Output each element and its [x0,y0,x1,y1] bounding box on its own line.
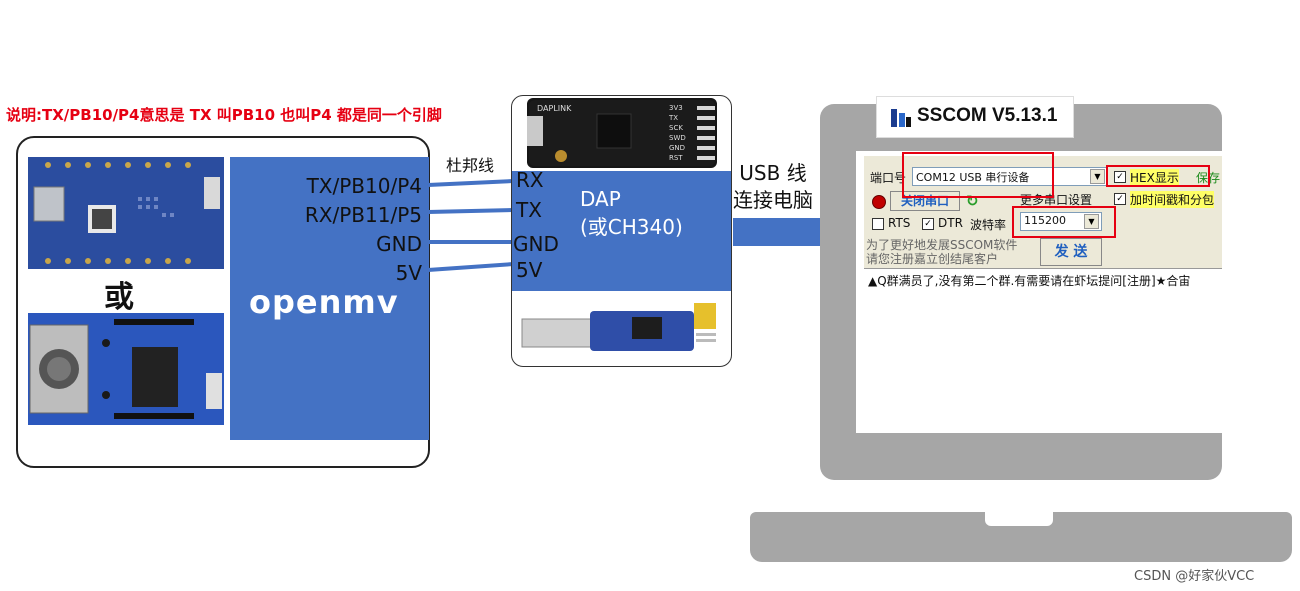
dap-panel [512,171,731,291]
daplink-pin-silk: GND [669,144,685,152]
sscom-app-icon [891,109,911,127]
ch340-usb-image [520,297,720,359]
dupont-wire-label: 杜邦线 [446,156,495,175]
hex-display-checkbox[interactable]: ✓ [1114,171,1126,183]
baud-select[interactable]: 115200 ▼ [1020,212,1102,231]
usb-label-line1: USB 线 [739,161,807,185]
openmv-pin-rx: RX/PB11/P5 [304,203,422,227]
port-select[interactable]: COM12 USB 串行设备 ▼ [912,167,1108,186]
dtr-label: DTR [938,216,963,230]
dap-title-block: DAP (或CH340) [580,185,683,241]
promo-line-2: 请您注册嘉立创结尾客户 [866,252,999,266]
baud-label: 波特率 [970,218,1007,232]
sscom-title: SSCOM V5.13.1 [917,105,1058,126]
wire-rx-tx [427,208,515,214]
baud-highlight-box [1012,206,1116,238]
wire-tx-rx [427,179,515,187]
laptop-notch [985,512,1053,526]
rts-checkbox[interactable] [872,218,884,230]
dap-pin-5v: 5V [516,258,543,282]
daplink-pin-silk: 3V3 [669,104,683,112]
baud-select-value: 115200 [1024,214,1066,227]
port-label: 端口号 [870,171,907,185]
openmv-label: openmv [249,283,399,321]
usb-arrow [733,196,865,266]
hex-highlight-box [1106,165,1210,187]
timestamp-checkbox[interactable]: ✓ [1114,193,1126,205]
chevron-down-icon[interactable]: ▼ [1084,214,1099,229]
watermark: CSDN @好家伙VCC [1134,569,1255,584]
chevron-down-icon[interactable]: ▼ [1090,169,1105,184]
openmv-pin-tx: TX/PB10/P4 [306,174,422,198]
openmv-board-image-top [28,157,224,269]
rts-label: RTS [888,216,911,230]
marquee-bar: ▲Q群满员了,没有第二个群.有需要请在虾坛提问[注册]★合宙 [864,268,1222,289]
timestamp-label: 加时间戳和分包 [1130,191,1215,208]
dap-pin-rx: RX [516,168,544,192]
daplink-pin-silk: TX [668,114,678,122]
wire-5v [427,262,515,272]
openmv-pin-gnd: GND [376,232,422,256]
port-highlight-box [902,152,1054,198]
promo-line-1: 为了更好地发展SSCOM软件 [866,238,1018,252]
daplink-image: DAPLINK 3V3 TX SCK SWD GND RST [527,98,717,168]
dap-subtitle: (或CH340) [580,215,683,239]
dap-title: DAP [580,187,621,211]
or-label: 或 [104,280,134,315]
openmv-pin-5v: 5V [395,261,422,285]
daplink-pin-silk: SCK [669,124,683,132]
dap-pin-tx: TX [516,198,542,222]
send-button[interactable]: 发 送 [1040,238,1102,266]
daplink-pin-silk: SWD [669,134,686,142]
usb-connection-label: USB 线 连接电脑 [733,160,813,214]
hex-display-label: HEX显示 [1130,169,1179,186]
daplink-pin-silk: RST [669,154,683,162]
daplink-silkscreen: DAPLINK [537,104,572,113]
openmv-board-image-bottom [28,313,224,425]
dap-pin-gnd: GND [513,232,559,256]
sscom-title-bar: SSCOM V5.13.1 [876,96,1074,138]
usb-label-line2: 连接电脑 [733,188,813,212]
port-select-value: COM12 USB 串行设备 [916,171,1030,184]
explanation-note: 说明:TX/PB10/P4意思是 TX 叫PB10 也叫P4 都是同一个引脚 [6,106,442,124]
openmv-panel [230,157,429,440]
port-status-icon [872,195,886,209]
marquee-text: ▲Q群满员了,没有第二个群.有需要请在虾坛提问[注册]★合宙 [868,274,1191,288]
dtr-checkbox[interactable]: ✓ [922,218,934,230]
